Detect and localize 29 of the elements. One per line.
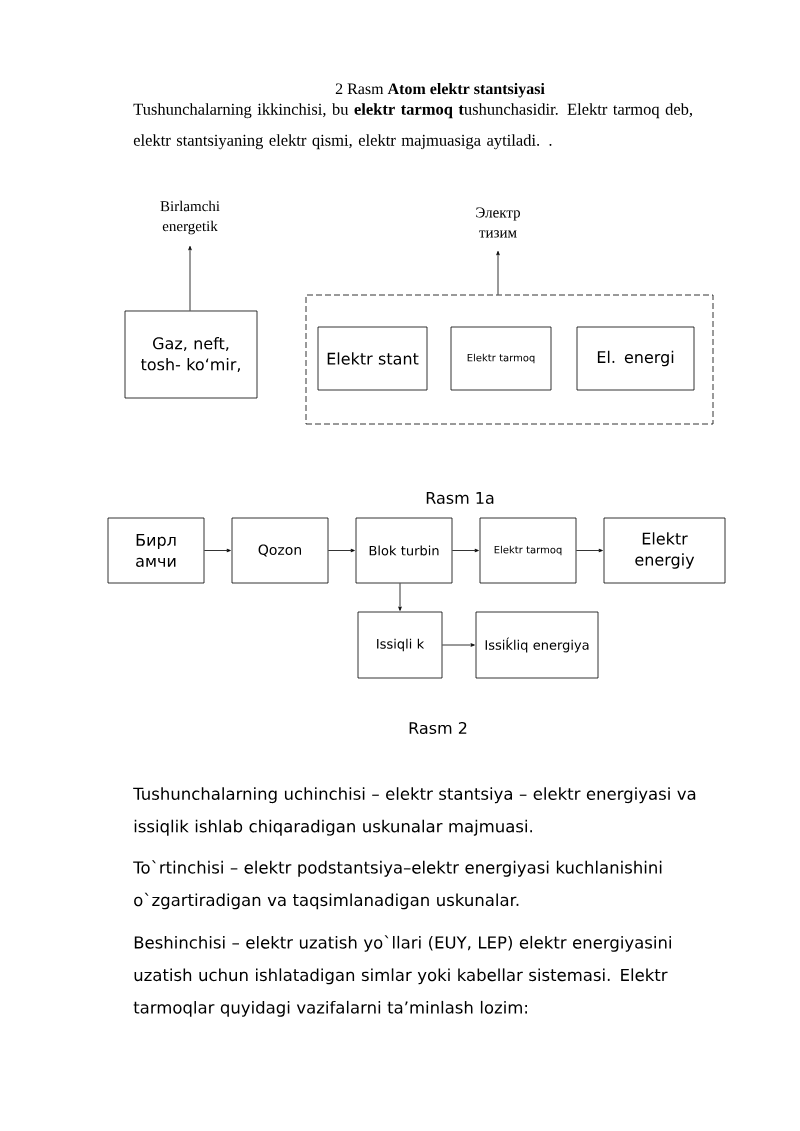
process-box: El. energi [576, 326, 695, 391]
arrow [576, 548, 603, 553]
arrow [328, 548, 355, 553]
node-text: Birlamchi energetik [160, 200, 220, 235]
paragraph: Beshinchisi – elektr uzatish yo`llari (EUY, LEP) elektr energiyasini uzatish uchun ishlatadigan simlar yoki kabellar sistemasi. Elektr tarmoqlar quyidagi vazifalarni ta’minlash lozim: [133, 935, 671, 1017]
figure-title: 2 Rasm Atom elektr stantsiyasi [335, 82, 545, 98]
paragraph: Tushunchalarning ikkinchisi, bu elektr tarmoq tushunchasidir. Elektr tarmoq deb, elektr stantsiyaning elektr qismi, elektr majmuasiga aytiladi. . [133, 103, 692, 150]
process-box: Qozon [231, 517, 329, 584]
process-box: Gaz, neft, tosh- ko‘mir, [124, 310, 258, 399]
arrow [204, 548, 231, 553]
process-box: Elektr stant [317, 326, 428, 391]
figure-caption: Rasm 2 [409, 721, 467, 735]
arrow [398, 583, 402, 611]
arrow [452, 548, 479, 553]
arrow [188, 245, 192, 311]
arrow [496, 250, 500, 295]
paragraph: Tushunchalarning uchinchisi – elektr stantsiya – elektr energiyasi va issiqlik ishlab chiqaradigan uskunalar majmuasi. [133, 787, 696, 836]
node-text: Электр тизим [476, 207, 520, 238]
process-box: Бирл амчи [107, 517, 205, 584]
process-box: Elektr tarmoq [450, 326, 552, 391]
process-box: Issiḱliq energiya [475, 611, 599, 679]
figure-caption: Rasm 1a [426, 492, 494, 504]
dashed-group-box [305, 294, 714, 425]
process-box: Issiqli k [357, 611, 443, 679]
arrow [442, 643, 475, 647]
process-box: Elektr energiy [603, 517, 726, 584]
process-box: Blok turbin [355, 517, 453, 584]
paragraph: To`rtinchisi – elektr podstantsiya–elektr energiyasi kuchlanishini o`zgartiradigan va taqsimlanadigan uskunalar. [133, 860, 662, 910]
process-box: Elektr tarmoq [479, 517, 577, 584]
